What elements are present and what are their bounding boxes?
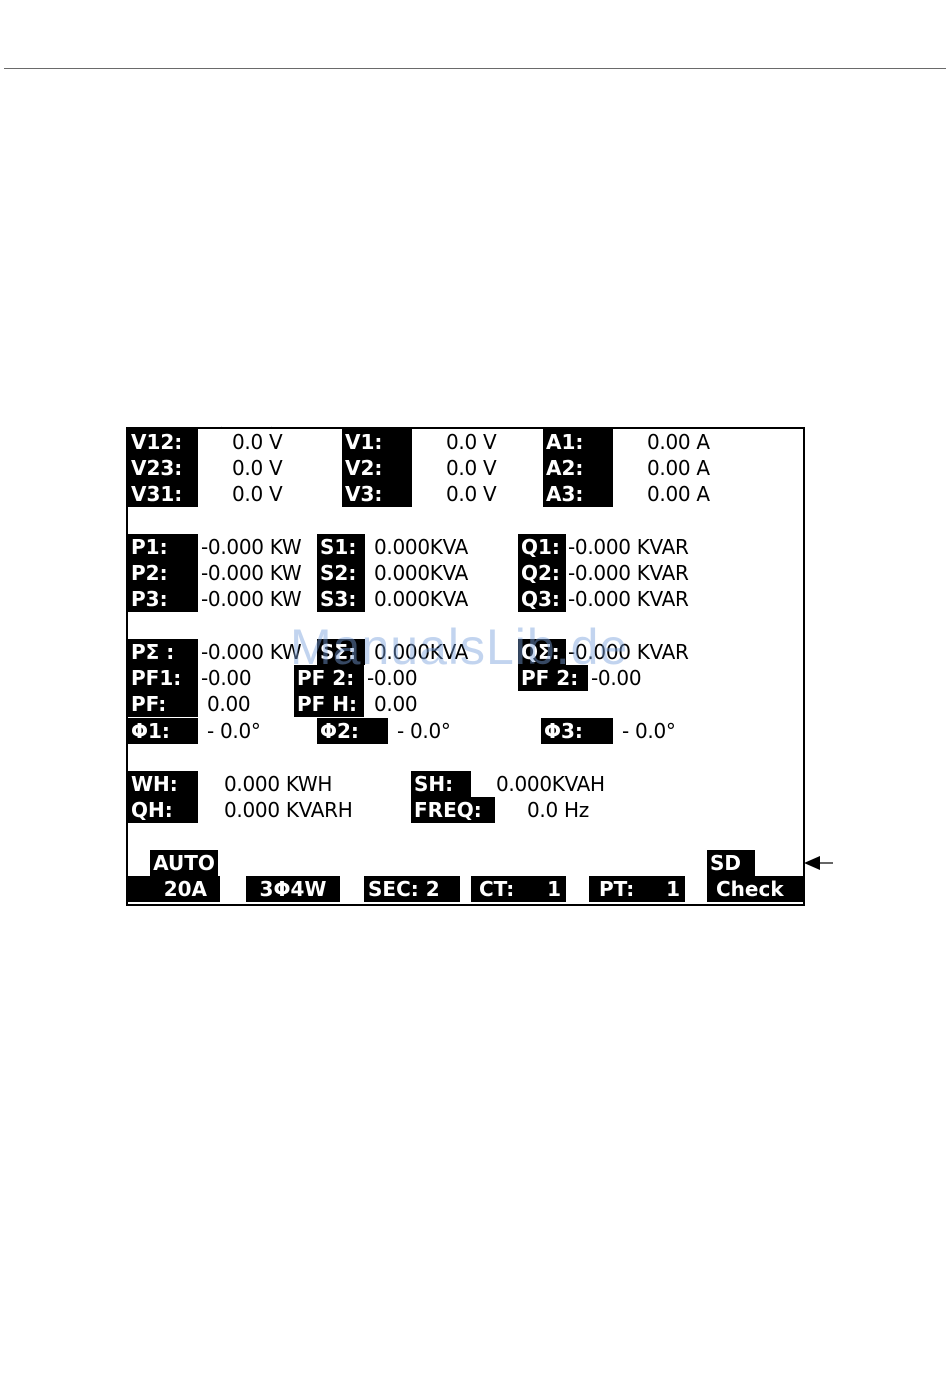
phi1-label: Φ1: xyxy=(128,718,198,744)
pf1-label: PF1: xyxy=(128,665,198,691)
q2-label: Q2: xyxy=(518,560,566,586)
current-range-indicator: 20A xyxy=(128,876,220,902)
pf3-label: PF 2: xyxy=(518,665,588,691)
v12-label: V12: xyxy=(128,429,198,455)
s3-value: 0.000KVA xyxy=(374,587,469,611)
a3-label: A3: xyxy=(543,481,613,507)
v23-label: V23: xyxy=(128,455,198,481)
p2-label: P2: xyxy=(128,560,198,586)
psum-label: PΣ : xyxy=(128,639,198,665)
freq-value: 0.0 Hz xyxy=(527,798,589,822)
pf2-value: -0.00 xyxy=(367,666,418,690)
ct-label: CT: xyxy=(479,877,515,901)
v31-value: 0.0 V xyxy=(232,482,283,506)
phi3-value: - 0.0° xyxy=(622,719,676,743)
a2-label: A2: xyxy=(543,455,613,481)
q3-label: Q3: xyxy=(518,586,566,612)
phi2-label: Φ2: xyxy=(317,718,388,744)
pf1-value: -0.00 xyxy=(201,666,252,690)
qh-value: 0.000 KVARH xyxy=(224,798,353,822)
psum-value: -0.000 KW xyxy=(201,640,302,664)
v3-value: 0.0 V xyxy=(446,482,497,506)
v31-label: V31: xyxy=(128,481,198,507)
qsum-label: QΣ: xyxy=(518,639,566,665)
s1-value: 0.000KVA xyxy=(374,535,469,559)
meter-display: V12: 0.0 V V23: 0.0 V V31: 0.0 V V1: 0.0… xyxy=(126,427,805,906)
freq-label: FREQ: xyxy=(411,797,495,823)
wiring-mode-indicator: 3Φ4W xyxy=(246,876,340,902)
p3-label: P3: xyxy=(128,586,198,612)
wh-label: WH: xyxy=(128,771,198,797)
a3-value: 0.00 A xyxy=(647,482,710,506)
sd-indicator: SD xyxy=(707,850,755,876)
sh-label: SH: xyxy=(411,771,471,797)
a2-value: 0.00 A xyxy=(647,456,710,480)
q3-value: -0.000 KVAR xyxy=(568,587,689,611)
pf2-label: PF 2: xyxy=(294,665,364,691)
arrow-left-icon xyxy=(804,856,833,870)
qh-label: QH: xyxy=(128,797,198,823)
v1-label: V1: xyxy=(342,429,412,455)
p1-value: -0.000 KW xyxy=(201,535,302,559)
p3-value: -0.000 KW xyxy=(201,587,302,611)
v12-value: 0.0 V xyxy=(232,430,283,454)
pfh-label: PF H: xyxy=(294,691,364,717)
ct-value: 1 xyxy=(547,877,561,901)
pf-value: 0.00 xyxy=(207,692,251,716)
qsum-value: -0.000 KVAR xyxy=(568,640,689,664)
v23-value: 0.0 V xyxy=(232,456,283,480)
sd-check-indicator: Check xyxy=(707,876,803,902)
s1-label: S1: xyxy=(317,534,365,560)
sh-value: 0.000KVAH xyxy=(496,772,605,796)
wh-value: 0.000 KWH xyxy=(224,772,333,796)
sample-seconds-indicator: SEC: 2 xyxy=(364,876,460,902)
auto-range-indicator: AUTO xyxy=(150,850,218,876)
page-header-rule xyxy=(4,68,946,69)
p1-label: P1: xyxy=(128,534,198,560)
pfh-value: 0.00 xyxy=(374,692,418,716)
screen-top-marks xyxy=(216,419,276,434)
pt-label: PT: xyxy=(599,877,635,901)
q2-value: -0.000 KVAR xyxy=(568,561,689,585)
a1-value: 0.00 A xyxy=(647,430,710,454)
s2-value: 0.000KVA xyxy=(374,561,469,585)
q1-value: -0.000 KVAR xyxy=(568,535,689,559)
ct-ratio-indicator: CT: 1 xyxy=(471,876,566,902)
pt-value: 1 xyxy=(666,877,680,901)
p2-value: -0.000 KW xyxy=(201,561,302,585)
a1-label: A1: xyxy=(543,429,613,455)
pt-ratio-indicator: PT: 1 xyxy=(589,876,685,902)
phi2-value: - 0.0° xyxy=(397,719,451,743)
ssum-label: SΣ: xyxy=(317,639,365,665)
v2-label: V2: xyxy=(342,455,412,481)
v3-label: V3: xyxy=(342,481,412,507)
v1-value: 0.0 V xyxy=(446,430,497,454)
ssum-value: 0.000KVA xyxy=(374,640,469,664)
s3-label: S3: xyxy=(317,586,365,612)
q1-label: Q1: xyxy=(518,534,566,560)
phi1-value: - 0.0° xyxy=(207,719,261,743)
v2-value: 0.0 V xyxy=(446,456,497,480)
pf3-value: -0.00 xyxy=(591,666,642,690)
s2-label: S2: xyxy=(317,560,365,586)
pf-label: PF: xyxy=(128,691,198,717)
phi3-label: Φ3: xyxy=(541,718,613,744)
